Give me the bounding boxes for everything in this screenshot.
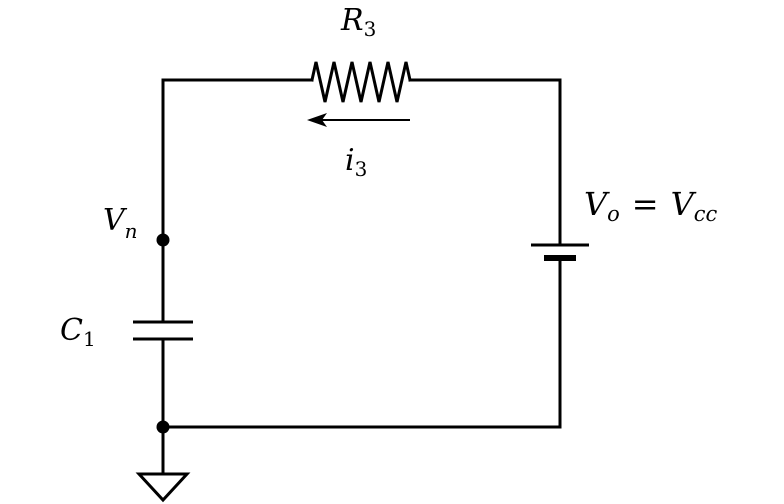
node-label: Vn	[103, 203, 138, 243]
ground-icon	[135, 472, 191, 503]
current-arrow-head	[307, 113, 327, 127]
wire-top-left	[161, 78, 314, 242]
wire-top-right	[408, 78, 562, 247]
resistor-label: R3	[340, 3, 376, 41]
node-bottom-dot	[156, 420, 170, 434]
current-label: i3	[345, 143, 367, 181]
capacitor-label: C1	[60, 313, 96, 351]
source-label: Vo=Vcc	[584, 185, 717, 226]
node-vn-dot	[156, 233, 170, 247]
wire-right-bottom	[161, 256, 562, 429]
resistor-r3	[310, 61, 412, 103]
